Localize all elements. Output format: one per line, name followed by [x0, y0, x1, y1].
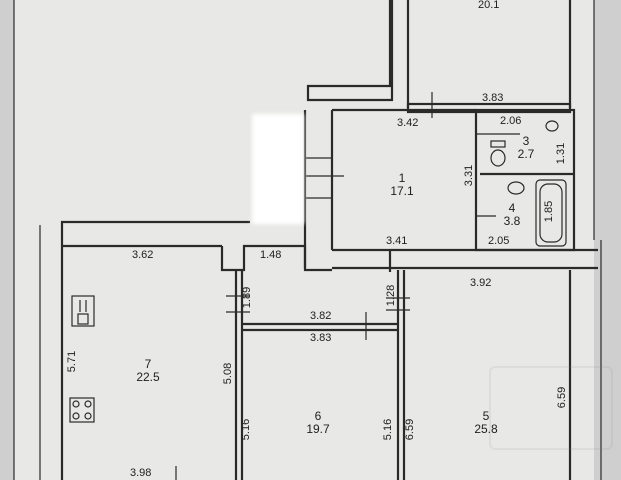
dim-label-vertical: 1.85 — [543, 200, 556, 223]
dim-label-vertical: 1.89 — [241, 286, 254, 309]
room-4-area: 3.8 — [503, 214, 521, 228]
dim-label-vertical: 5.16 — [240, 418, 253, 441]
dim-label: 3.82 — [310, 310, 332, 322]
dim-label: 3.83 — [310, 332, 332, 344]
room-5-number: 5 — [482, 409, 490, 423]
room-7: 7 22.5 — [128, 358, 168, 384]
dim-label: 2.06 — [500, 115, 522, 127]
dim-label-vertical: 6.59 — [556, 386, 569, 409]
room-5: 5 25.8 — [466, 410, 506, 436]
dim-label-vertical: 1.31 — [555, 142, 568, 165]
room-6-area: 19.7 — [306, 422, 330, 436]
room-1-area: 17.1 — [390, 184, 414, 198]
room-5-area: 25.8 — [474, 422, 498, 436]
dim-label: 3.83 — [482, 92, 504, 104]
dim-label: 1.48 — [260, 249, 282, 261]
dim-label: 3.98 — [130, 467, 152, 479]
room-4-number: 4 — [508, 201, 516, 215]
room-3-number: 3 — [522, 134, 530, 148]
room-1-number: 1 — [398, 171, 406, 185]
top-room-area: 20.1 — [478, 0, 500, 11]
room-7-area: 22.5 — [136, 370, 160, 384]
dim-label: 3.41 — [386, 235, 408, 247]
dim-label-vertical: 5.16 — [382, 418, 395, 441]
dim-label: 3.92 — [470, 277, 492, 289]
whiteout-patch — [252, 114, 304, 224]
room-6-number: 6 — [314, 409, 322, 423]
dim-label: 3.62 — [132, 249, 154, 261]
room-4: 4 3.8 — [492, 202, 532, 228]
room-7-number: 7 — [144, 357, 152, 371]
dim-label: 2.05 — [488, 235, 510, 247]
room-3: 3 2.7 — [506, 135, 546, 161]
watermark — [489, 366, 613, 450]
dim-label-vertical: 6.59 — [404, 418, 417, 441]
room-3-area: 2.7 — [517, 147, 535, 161]
dim-label: 3.42 — [397, 117, 419, 129]
room-1: 1 17.1 — [382, 172, 422, 198]
room-6: 6 19.7 — [298, 410, 338, 436]
dim-label-vertical: 3.31 — [463, 164, 476, 187]
dim-label-vertical: 5.71 — [66, 350, 79, 373]
dim-label-vertical: 1.28 — [385, 284, 398, 307]
dim-label-vertical: 5.08 — [222, 362, 235, 385]
